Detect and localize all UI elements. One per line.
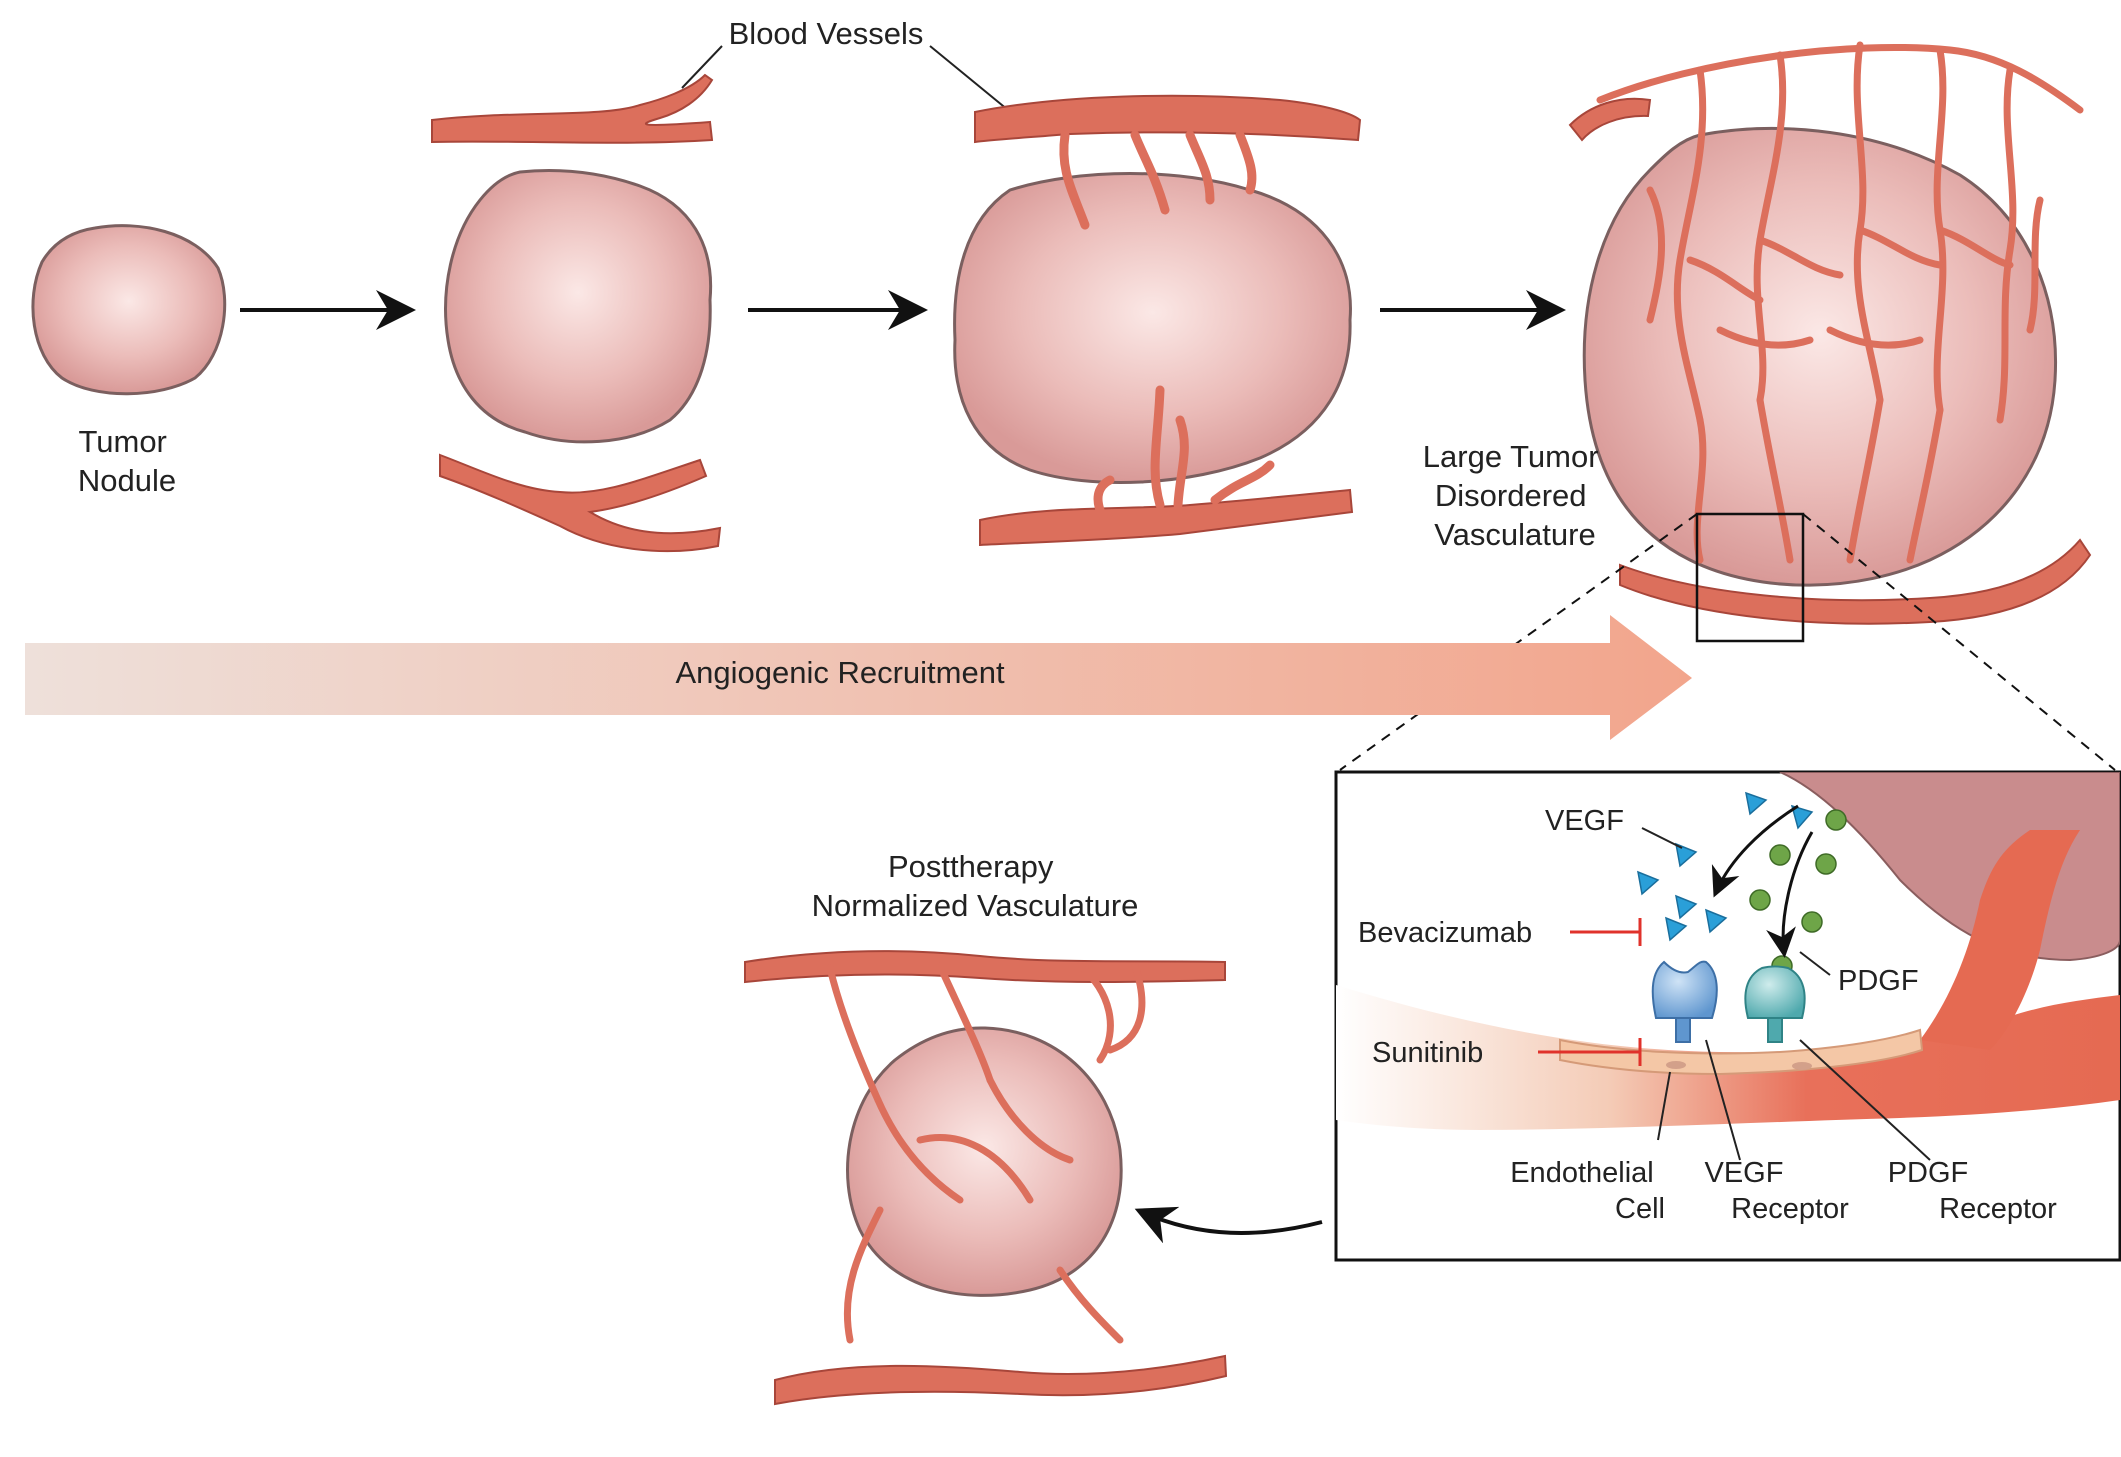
svg-text:VEGF Receptor: VEGF Receptor (1704, 1157, 1849, 1225)
svg-text:Tumor Nodule: Tumor Nodule (78, 424, 176, 498)
disordered-vessels (1596, 41, 2084, 564)
vegf-triangle-5 (1675, 894, 1698, 920)
sprouting-tumor (953, 172, 1352, 484)
endothelial-leader (1657, 1071, 1671, 1141)
vessel-bottom-2 (439, 453, 722, 553)
blood-vessels-leader-2 (929, 45, 1009, 111)
vegf-receptor-label-2: Receptor (1731, 1193, 1849, 1225)
vessel-top-3 (974, 94, 1362, 144)
pdgf-release-arrow (1766, 831, 1814, 958)
growing-tumor-stage (431, 73, 722, 553)
vessel-top-2 (431, 73, 714, 144)
vegf-triangle-7 (1665, 916, 1688, 942)
large-tumor-stage: Large Tumor Disordered Vasculature (1423, 41, 2092, 643)
vegf-receptor (1651, 960, 1718, 1043)
posttherapy-label-2: Normalized Vasculature (812, 888, 1139, 923)
vegf-triangle-4 (1637, 870, 1660, 896)
large-tumor-label-2: Disordered (1435, 478, 1587, 513)
svg-text:Posttherapy Normalized V: Posttherapy Normalized Vasculature (812, 849, 1139, 923)
large-tumor-left-vessel (1568, 97, 1652, 142)
posttherapy-stage: Posttherapy Normalized Vasculature (744, 849, 1228, 1406)
normalized-vessels (826, 962, 1146, 1344)
therapy-arrow (1134, 1206, 1323, 1244)
tumor-nodule-stage: Tumor Nodule (31, 224, 227, 498)
pdgf-receptor-label-1: PDGF (1888, 1157, 1969, 1189)
angiogenic-recruitment-label: Angiogenic Recruitment (675, 655, 1005, 690)
pdgf-circle-5 (1801, 911, 1823, 933)
zoom-box (1695, 512, 1805, 643)
zoom-dash-left (1339, 513, 1698, 771)
vegf-triangle-1 (1745, 791, 1768, 816)
sprouting-tumor-stage (953, 94, 1362, 547)
angiogenic-recruitment-band: Angiogenic Recruitment (25, 615, 1692, 740)
blood-vessels-label: Blood Vessels (729, 16, 924, 51)
posttherapy-label-1: Posttherapy (888, 849, 1054, 884)
sprouts-top-3 (1059, 130, 1257, 230)
endothelial-cell-label-1: Endothelial (1510, 1157, 1654, 1189)
vegf-receptor-leader (1705, 1039, 1741, 1161)
pdgf-circle-4 (1749, 889, 1771, 911)
large-tumor-bottom-vessel (1619, 538, 2092, 625)
growing-tumor (444, 169, 713, 444)
vegf-leader (1641, 827, 1683, 849)
normalized-top-vessel (744, 950, 1226, 984)
zoom-dash-right (1802, 513, 2116, 771)
pdgf-circle-3 (1815, 853, 1837, 875)
pdgf-circle-2 (1769, 844, 1791, 866)
pdgf-label: PDGF (1838, 965, 1919, 997)
svg-text:Endothelial Cell: Endothelial Cell (1510, 1157, 1665, 1225)
large-tumor-label-3: Vasculature (1434, 517, 1595, 552)
vegf-triangle-2 (1790, 804, 1814, 830)
large-tumor-label-1: Large Tumor (1423, 439, 1599, 474)
vegf-label: VEGF (1545, 805, 1624, 837)
tumor-nodule-label-1: Tumor (78, 424, 166, 459)
pdgf-leader (1799, 951, 1831, 976)
endothelial-nucleus-2 (1792, 1062, 1812, 1070)
endothelial-cell-label-2: Cell (1615, 1193, 1665, 1225)
vegf-receptor-label-1: VEGF (1704, 1157, 1783, 1189)
endothelial-nucleus-1 (1666, 1061, 1686, 1069)
pdgf-receptor-label-2: Receptor (1939, 1193, 2057, 1225)
tumor-nodule (31, 224, 227, 396)
mechanism-inset: VEGF Bevacizumab PDGF Sunitinib Endothel… (1334, 770, 2121, 1262)
svg-text:PDGF Receptor: PDGF Receptor (1888, 1157, 2057, 1225)
normalized-tumor (846, 1026, 1123, 1297)
normalized-bottom-vessel (774, 1354, 1228, 1406)
pdgf-receptor-leader (1799, 1039, 1931, 1161)
svg-text:Large Tumor Disordered: Large Tumor Disordered Vasculature (1423, 439, 1607, 552)
recruitment-arrow (25, 615, 1692, 740)
vegf-release-arrow (1711, 804, 1799, 898)
endothelial-layer (1559, 1028, 1924, 1076)
sunitinib-inhibitor (1538, 1038, 1642, 1066)
sprouts-bottom-3 (1093, 385, 1275, 515)
vegf-triangle-3 (1675, 842, 1698, 868)
vessel-bottom-3 (979, 488, 1354, 547)
pdgf-receptor (1744, 965, 1806, 1043)
vegf-triangle-6 (1705, 908, 1728, 934)
bevacizumab-label: Bevacizumab (1358, 917, 1532, 949)
sunitinib-label: Sunitinib (1372, 1037, 1483, 1069)
blood-vessels-leader-1 (681, 45, 723, 89)
pdgf-circle-1 (1825, 809, 1847, 831)
inset-vessel-branch (1920, 830, 2080, 1050)
vegf-molecules (1637, 791, 1814, 942)
tumor-nodule-label-2: Nodule (78, 463, 176, 498)
bevacizumab-inhibitor (1570, 918, 1642, 946)
